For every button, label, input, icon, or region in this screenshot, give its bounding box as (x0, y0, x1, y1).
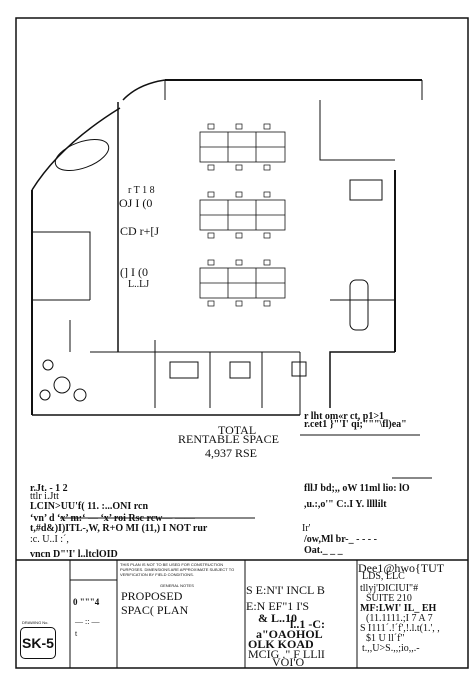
note-right-3: fllJ bd;,, oW 11ml lio: lO (304, 483, 410, 494)
address-line8: VOI'O (272, 655, 305, 669)
note-left-2: ttlr i.Jtt (30, 491, 59, 502)
room-label-c2: L..LJ (128, 279, 150, 290)
address-line6: OLK KOAD (248, 637, 314, 651)
address-line2: E:N EF"1 I'S (246, 599, 310, 613)
revision-value: 0 """4 (73, 597, 100, 607)
firm-line7: S I111´.!´f',!.l.t(1.', , (360, 623, 440, 634)
firm-line2: LDS, LLC (362, 571, 405, 582)
note-right-6: /ow,Ml br-_ - - - - (304, 534, 377, 545)
small-print-note: THIS PLAN IS NOT TO BE USED FOR CONSTRUC… (120, 562, 235, 577)
room-label-a: r T 1 8 (128, 185, 155, 196)
firm-line5: MF:LWI' IL_ EH (360, 603, 437, 614)
drawing-title-line1: PROPOSED (121, 589, 183, 603)
drawing-title-line2: SPAC( PLAN (121, 603, 189, 617)
sheet-number-badge: SK-5 (20, 627, 56, 659)
note-right-2: r.cet1 }"'I' qi;"""\fl)ea" (304, 419, 407, 430)
note-right-5: Ir' (302, 523, 311, 534)
firm-line9: t.,,U>S.,,;io,,.- (362, 643, 420, 654)
area-title: TOTAL (218, 423, 257, 437)
note-right-4: ,u.:,o'" C:.I Y. llllilt (304, 499, 387, 510)
note-left-7: vncn D"'I' l..ltclOID (30, 549, 118, 560)
firm-line6: (11.1111.;I 7 A 7 (366, 613, 433, 624)
area-value: 4,937 RSE (205, 446, 258, 460)
room-label-c: (] I (0 (120, 265, 148, 279)
address-line4: l..1 -C: (290, 617, 325, 631)
firm-line1: Dee1@hwo{TUT (358, 561, 445, 575)
firm-line8: $1 U ll´f" (366, 633, 405, 644)
area-subtitle: RENTABLE SPACE (178, 432, 279, 446)
address-line3: & L..10 (258, 611, 297, 625)
sheet-caption: DRAWING No. (22, 620, 49, 625)
note-right-7: Oat._ _ _ (304, 545, 343, 556)
note-left-6: :c. U..I :´, (30, 534, 69, 545)
address-line7: MCIG ." F LLlI (248, 647, 325, 661)
note-left-5: t,#d&)I)ITL-,W, R+O MI (11,) I NOT rur (30, 523, 208, 534)
firm-line3: tllyj'DICIUI"# (360, 583, 419, 594)
sheet-border (15, 17, 469, 669)
revision-sub: — :: — (75, 617, 100, 626)
address-line5: a"OAOHOL (256, 627, 323, 641)
general-notes: GENERAL NOTES (160, 583, 194, 588)
note-right-1: r lht om«r ct, p1>1 (304, 411, 385, 422)
room-label-b: CD r+[J (120, 224, 160, 238)
sheet-number: SK-5 (22, 635, 54, 651)
note-left-1: r.Jt. - 1 2 (30, 483, 68, 494)
note-left-3: LCIN>UU'f( 11. :...ONI rcn (30, 501, 149, 512)
firm-line4: SUITE 210 (366, 593, 412, 604)
note-left-4: ‘vn’ d ‘x’ m:‘ — ‘x’ roi Rsc rcw— —— (30, 513, 195, 524)
revision-sub2: t (75, 629, 78, 638)
address-line1: S E:N'I' INCL B (246, 583, 325, 597)
room-label-a2: OJ I (0 (119, 196, 153, 210)
